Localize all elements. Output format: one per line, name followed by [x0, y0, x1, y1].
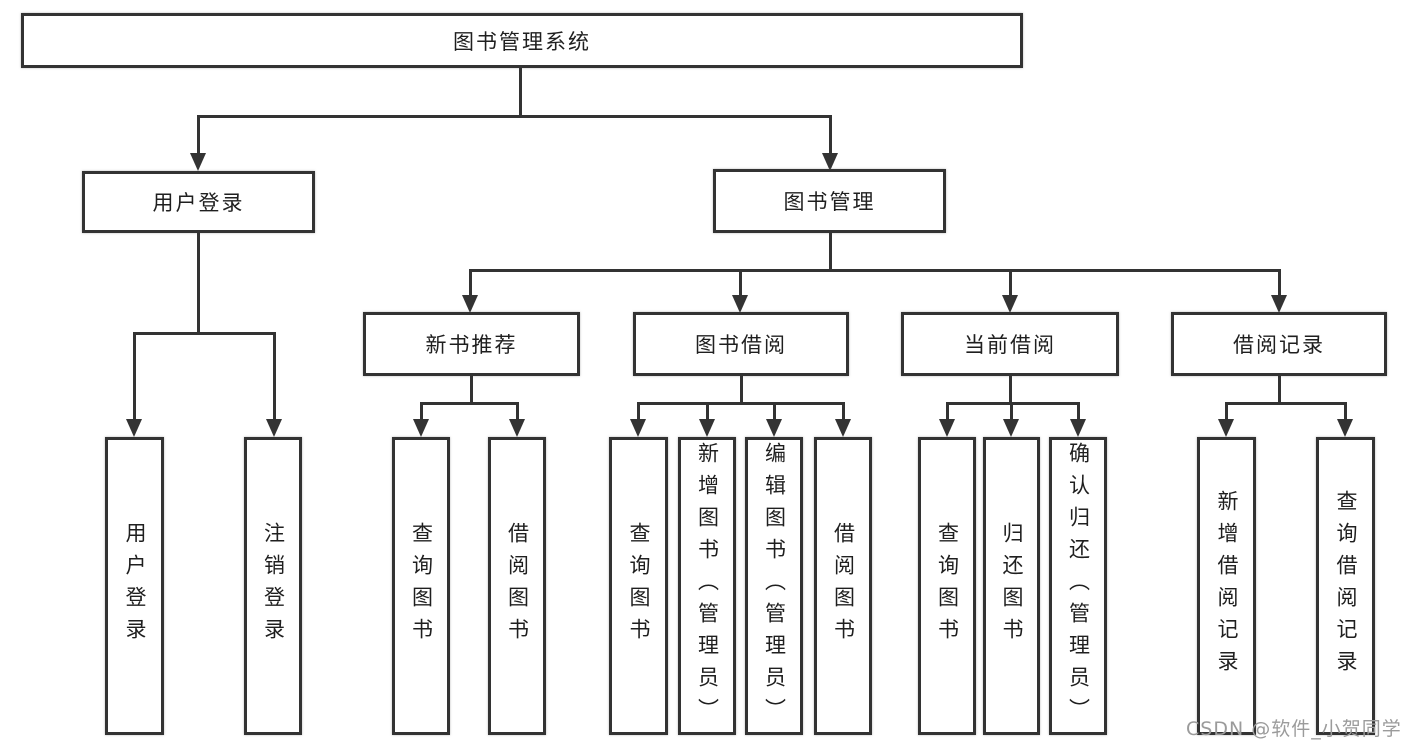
arrow-down-icon — [766, 419, 782, 437]
arrow-down-icon — [732, 295, 748, 313]
leaf-borrow-books-recommend: 借阅图书 — [488, 437, 546, 735]
connector-line — [420, 402, 423, 421]
node-user-login: 用户登录 — [82, 171, 315, 233]
connector-line — [637, 402, 845, 405]
leaf-query-borrow-record: 查询借阅记录 — [1316, 437, 1375, 735]
arrow-down-icon — [190, 153, 206, 171]
connector-line — [740, 376, 743, 405]
connector-line — [133, 332, 276, 335]
leaf-query-books-recommend: 查询图书 — [392, 437, 450, 735]
connector-line — [1225, 402, 1228, 421]
connector-line — [1278, 376, 1281, 405]
connector-line — [133, 332, 136, 420]
connector-line — [469, 269, 472, 298]
arrow-down-icon — [699, 419, 715, 437]
connector-line — [739, 269, 742, 298]
connector-line — [273, 332, 276, 420]
leaf-query-books-current: 查询图书 — [918, 437, 976, 735]
arrow-down-icon — [1002, 295, 1018, 313]
connector-line — [706, 402, 709, 421]
arrow-down-icon — [1003, 419, 1019, 437]
watermark: CSDN @软件_小贺同学 — [1186, 718, 1402, 740]
connector-line — [1009, 376, 1012, 405]
connector-line — [842, 402, 845, 421]
connector-line — [637, 402, 640, 421]
node-current-borrowing: 当前借阅 — [901, 312, 1119, 376]
connector-line — [470, 376, 473, 405]
node-borrowing-records: 借阅记录 — [1171, 312, 1387, 376]
leaf-user-login: 用户登录 — [105, 437, 164, 735]
arrow-down-icon — [126, 419, 142, 437]
connector-line — [1344, 402, 1347, 421]
arrow-down-icon — [835, 419, 851, 437]
leaf-logout: 注销登录 — [244, 437, 302, 735]
connector-line — [1010, 402, 1013, 421]
connector-line — [946, 402, 949, 421]
leaf-return-book: 归还图书 — [983, 437, 1040, 735]
connector-line — [773, 402, 776, 421]
node-new-book-recommend: 新书推荐 — [363, 312, 580, 376]
leaf-edit-book-admin: 编辑图书（管理员） — [745, 437, 803, 735]
arrow-down-icon — [266, 419, 282, 437]
node-book-management: 图书管理 — [713, 169, 946, 233]
connector-line — [1077, 402, 1080, 421]
leaf-query-books-borrowing: 查询图书 — [609, 437, 668, 735]
arrow-down-icon — [509, 419, 525, 437]
connector-line — [197, 115, 832, 118]
leaf-add-borrow-record: 新增借阅记录 — [1197, 437, 1256, 735]
connector-line — [1278, 269, 1281, 298]
arrow-down-icon — [630, 419, 646, 437]
arrow-down-icon — [1271, 295, 1287, 313]
connector-line — [197, 233, 200, 333]
connector-line — [1009, 269, 1012, 298]
connector-line — [829, 233, 832, 272]
arrow-down-icon — [1337, 419, 1353, 437]
leaf-add-book-admin: 新增图书（管理员） — [678, 437, 736, 735]
arrow-down-icon — [822, 153, 838, 171]
connector-line — [516, 402, 519, 421]
arrow-down-icon — [1070, 419, 1086, 437]
node-book-borrowing: 图书借阅 — [633, 312, 849, 376]
connector-line — [519, 68, 522, 117]
arrow-down-icon — [413, 419, 429, 437]
node-library-management-system: 图书管理系统 — [21, 13, 1023, 68]
connector-line — [1225, 402, 1346, 405]
arrow-down-icon — [939, 419, 955, 437]
arrow-down-icon — [462, 295, 478, 313]
connector-line — [829, 115, 832, 157]
leaf-borrow-books-borrowing: 借阅图书 — [814, 437, 872, 735]
connector-line — [469, 269, 1281, 272]
connector-line — [197, 115, 200, 157]
connector-line — [420, 402, 519, 405]
leaf-confirm-return-admin: 确认归还（管理员） — [1049, 437, 1107, 735]
arrow-down-icon — [1218, 419, 1234, 437]
